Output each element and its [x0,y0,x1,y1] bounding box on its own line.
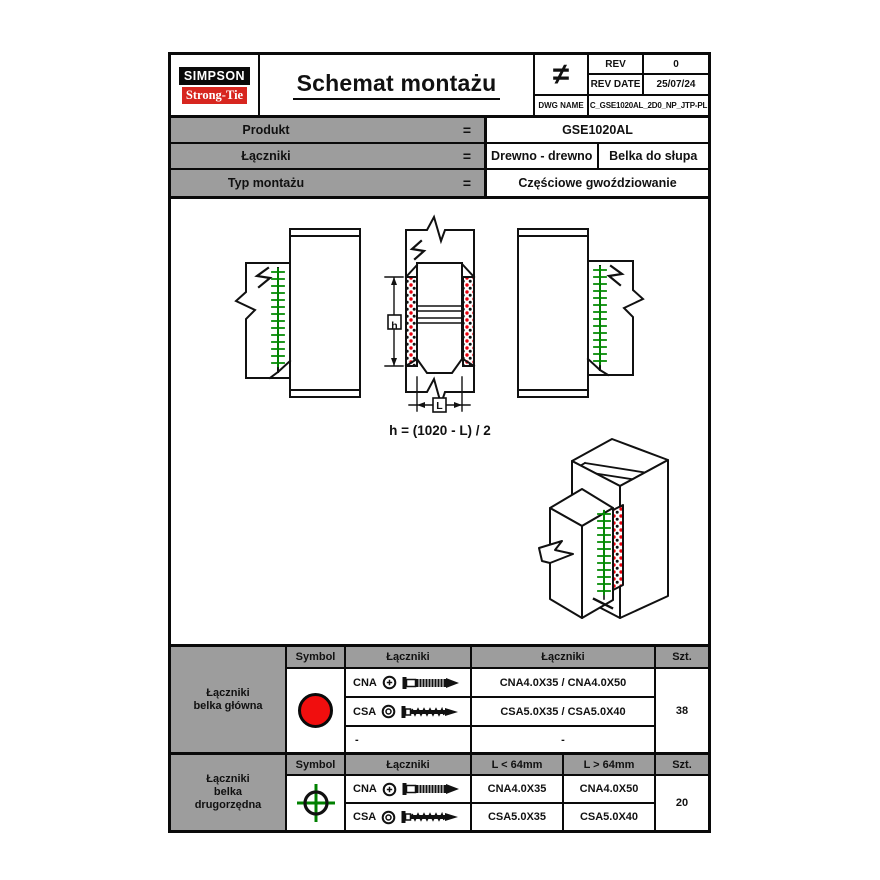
csa-short-value: CSA5.0X35 [472,804,562,830]
rev-value: 0 [644,55,708,73]
mount-type-label: Typ montażu [227,176,305,190]
cna-long-value: CNA4.0X50 [564,776,654,802]
crosshair-symbol-icon [296,784,335,822]
secondary-qty-value: 20 [656,776,708,830]
front-view-center [404,214,476,408]
fasteners-value-type: Belka do słupa [596,144,709,168]
col-header-fasteners: Łączniki [346,755,470,774]
secondary-label-line1: Łączniki [206,773,250,785]
fasteners-row: Łączniki = Drewno - drewno Belka do słup… [171,144,708,170]
equals-sign: = [462,175,471,191]
equals-sign: = [462,148,471,164]
col-header-symbol: Symbol [287,647,344,667]
screw-head-icon [381,704,396,719]
main-symbol-cell [287,669,344,752]
secondary-symbol-cell [287,776,344,830]
cna-code-cell: CNA [346,669,470,696]
col-header-long-length: L > 64mm [564,755,654,774]
cna-short-value: CNA4.0X35 [472,776,562,802]
projection-symbol-icon: ≠ [535,55,587,94]
csa-code: CSA [353,811,377,823]
equals-sign: = [462,122,471,138]
sheet-title: Schemat montażu [292,70,501,100]
main-beam-fastener-table: Łączniki belka główna Symbol Łączniki Łą… [171,644,708,752]
col-header-qty: Szt. [656,647,708,667]
screw-head-icon [381,810,396,824]
secondary-label-line2: belka [213,786,243,798]
nail-marks-right [593,265,607,366]
nail-side-icon [402,676,459,689]
csa-code-cell: CSA [346,698,470,725]
nail-head-icon [382,675,397,690]
nail-head-icon [382,782,397,796]
product-row: Produkt = GSE1020AL [171,118,708,144]
drawing-area: h L h = (1020 - L) / 2 [171,196,708,644]
secondary-beam-fastener-table: Łączniki belka drugorzędna Symbol Łączni… [171,752,708,830]
secondary-label-line3: drugorzędna [194,799,262,811]
drawing-sheet: SIMPSON Strong-Tie Schemat montażu ≠ REV… [168,52,711,833]
nail-marks-left [271,267,285,368]
rev-date-label: REV DATE [589,75,642,94]
nail-marks-iso [597,509,611,596]
brand-logo: SIMPSON Strong-Tie [171,55,260,115]
cna-code: CNA [353,783,377,795]
mount-type-label-cell: Typ montażu = [171,170,487,196]
fasteners-label: Łączniki [241,149,291,163]
screw-side-icon [401,811,459,823]
dimension-l [408,376,471,413]
product-value: GSE1020AL [562,123,633,137]
fasteners-label-cell: Łączniki = [171,144,487,168]
mount-type-row: Typ montażu = Częściowe gwoździowanie [171,170,708,196]
cna-ref-value: CNA4.0X35 / CNA4.0X50 [472,669,654,696]
mount-type-value: Częściowe gwoździowanie [518,176,677,190]
rev-label: REV [589,55,642,73]
col-header-fasteners: Łączniki [346,647,470,667]
col-header-fastener-ref: Łączniki [472,647,654,667]
height-formula: h = (1020 - L) / 2 [389,423,491,438]
dim-l-label: L [436,400,443,412]
secondary-table-row-label: Łączniki belka drugorzędna [171,755,285,830]
dwg-name-value: C_GSE1020AL_2D0_NP_JTP-PL [589,96,708,115]
logo-simpson-text: SIMPSON [178,66,251,85]
col-header-short-length: L < 64mm [472,755,562,774]
side-view-left [234,228,361,398]
col-header-symbol: Symbol [287,755,344,774]
csa-code: CSA [353,705,377,718]
dwg-name-label: DWG NAME [535,96,587,115]
main-label-line1: Łączniki [206,686,250,699]
csa-ref-value: CSA5.0X35 / CSA5.0X40 [472,698,654,725]
assembly-drawing: h L h = (1020 - L) / 2 [234,214,669,619]
revision-table: ≠ REV 0 REV DATE 25/07/24 DWG NAME C_GSE… [535,55,708,115]
col-header-qty: Szt. [656,755,708,774]
cna-code: CNA [353,676,377,689]
main-qty-value: 38 [656,669,708,752]
product-label: Produkt [242,123,290,137]
csa-code-cell: CSA [346,804,470,830]
red-circle-symbol-icon [298,693,333,728]
sheet-title-cell: Schemat montażu [260,55,535,115]
main-label-line2: belka główna [193,699,263,712]
csa-long-value: CSA5.0X40 [564,804,654,830]
empty-ref-value: - [472,727,654,752]
dim-h-label: h [391,320,397,332]
side-view-right [517,228,645,398]
dimension-h [384,276,404,367]
fasteners-value-material: Drewno - drewno [491,149,593,163]
rev-date-value: 25/07/24 [644,75,708,94]
main-table-row-label: Łączniki belka główna [171,647,285,752]
product-label-cell: Produkt = [171,118,487,142]
title-block: SIMPSON Strong-Tie Schemat montażu ≠ REV… [171,55,708,118]
empty-code-cell: - [346,727,470,752]
logo-strongtie-text: Strong-Tie [181,86,248,104]
screw-side-icon [401,705,459,718]
cna-code-cell: CNA [346,776,470,802]
nail-side-icon [402,783,459,795]
